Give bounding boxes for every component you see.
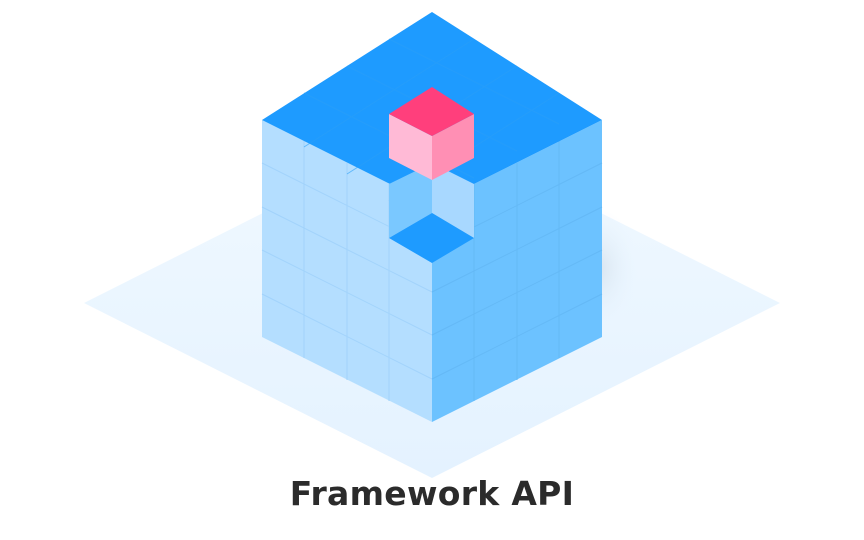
caption-title: Framework API — [289, 474, 575, 513]
cavity-bottom — [389, 213, 474, 263]
left-face-grid — [261, 141, 433, 401]
small-cube-top-face — [389, 87, 474, 136]
